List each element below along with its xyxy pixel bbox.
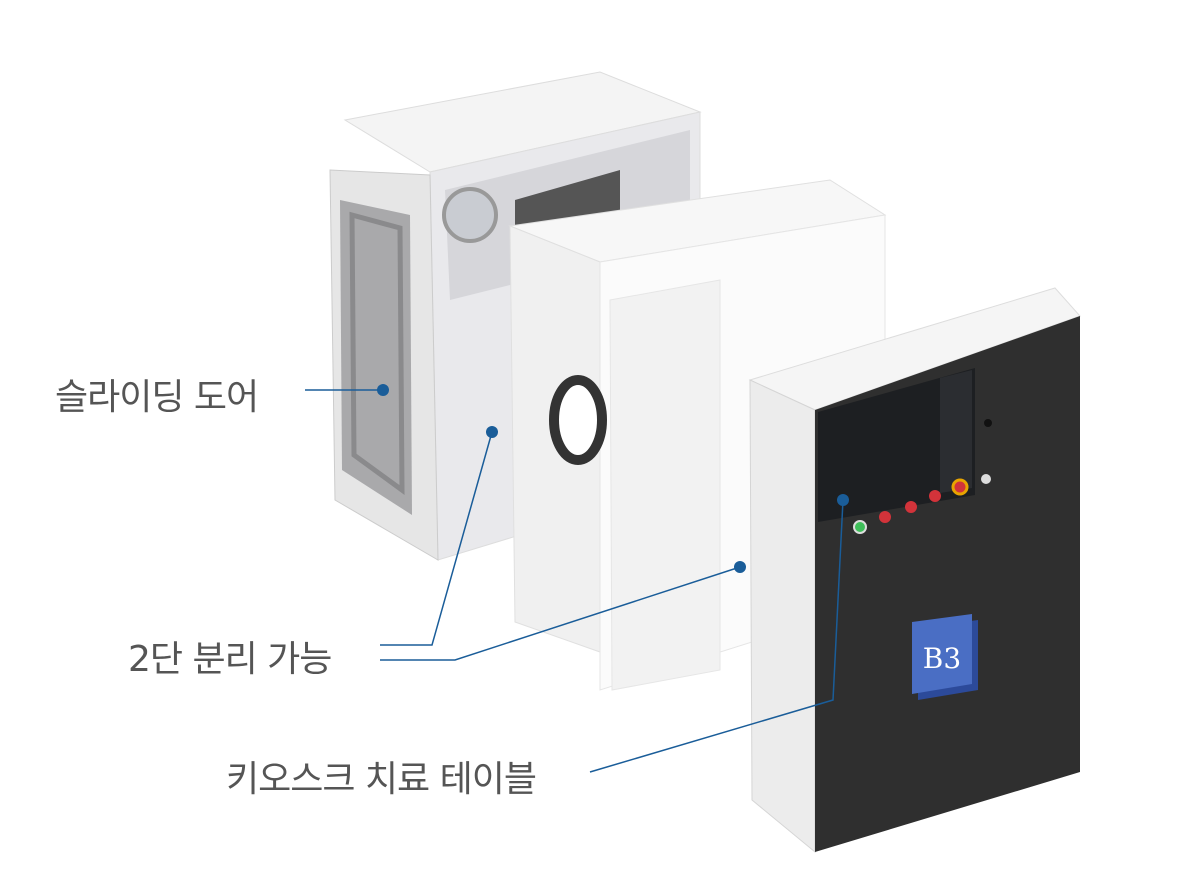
control-button[interactable] — [905, 501, 917, 513]
sliding-door-label: 슬라이딩 도어 — [55, 377, 259, 418]
two-stage-label: 2단 분리 가능 — [128, 639, 332, 680]
kiosk-label: 키오스크 치료 테이블 — [226, 759, 537, 800]
logo-text: B3 — [923, 642, 961, 675]
leader-lines — [305, 389, 844, 773]
b3-logo — [912, 614, 972, 694]
kiosk-cabinet: B3 — [748, 287, 1081, 854]
start-button[interactable] — [853, 520, 867, 534]
touch-screen — [818, 368, 975, 522]
control-button[interactable] — [929, 490, 941, 502]
emergency-stop-button[interactable] — [951, 478, 969, 496]
indicator-lamp — [981, 474, 991, 484]
sliding-door — [340, 200, 412, 515]
control-button[interactable] — [879, 511, 891, 523]
callout-dots — [377, 384, 849, 573]
